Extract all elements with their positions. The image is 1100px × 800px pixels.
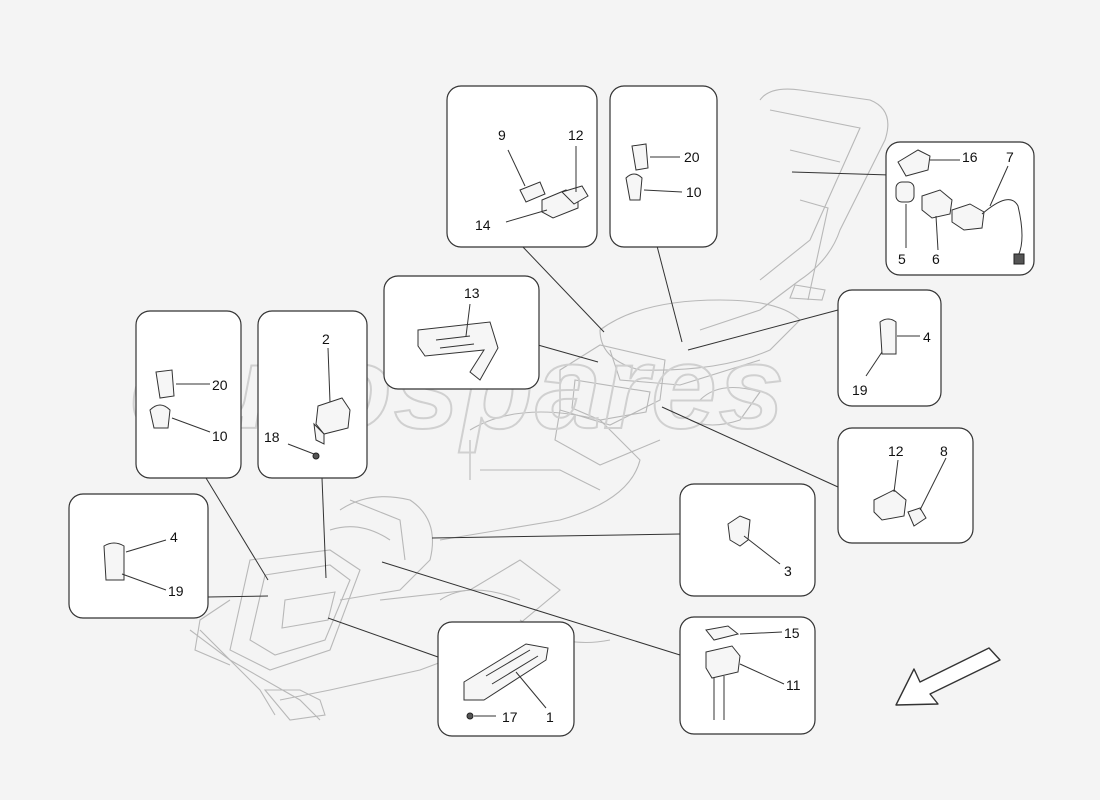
detail-box-parts-1-17: 17 1: [437, 621, 575, 737]
socket-cap-10: [625, 173, 643, 201]
connector-part-7: [951, 203, 985, 231]
callout-13: 13: [464, 285, 480, 301]
callout-17: 17: [502, 709, 518, 725]
control-panel-part-1: [463, 643, 549, 701]
detail-box-parts-15-11: 15 11: [679, 616, 816, 735]
detail-box-switches-9-12-14: 9 12 14: [446, 85, 598, 248]
callout-12a: 12: [568, 127, 584, 143]
callout-3: 3: [784, 563, 792, 579]
callout-12b: 12: [888, 443, 904, 459]
socket-cap-10-left: [149, 404, 171, 429]
callout-19b: 19: [852, 382, 868, 398]
callout-11: 11: [786, 677, 801, 693]
cover-part-15: [705, 625, 740, 641]
callout-8: 8: [940, 443, 948, 459]
switch-panel-13: [417, 321, 499, 381]
callout-19a: 19: [168, 583, 184, 599]
callout-18: 18: [264, 429, 280, 445]
detail-box-sockets-20-10-left: 20 10: [135, 310, 242, 479]
callout-4a: 4: [170, 529, 178, 545]
callout-15: 15: [784, 625, 800, 641]
socket-part-6: [921, 189, 953, 219]
callout-20a: 20: [684, 149, 700, 165]
switch-part-11: [705, 645, 741, 679]
cap-part-8: [907, 507, 927, 527]
arrow-down-left-icon: [895, 647, 1001, 706]
detail-box-parts-4-19-left: 4 19: [68, 493, 209, 619]
socket-part-20: [631, 143, 649, 171]
detail-box-parts-16-7-5-6: 16 7 5 6: [885, 141, 1035, 276]
switch-part-3: [727, 515, 751, 547]
callout-2: 2: [322, 331, 330, 347]
callout-6: 6: [932, 251, 940, 267]
module-part-2: [315, 397, 351, 435]
callout-5: 5: [898, 251, 906, 267]
screw-part-18: [312, 452, 320, 460]
detail-box-parts-4-19-right: 4 19: [837, 289, 942, 407]
detail-box-parts-2-18: 2 18: [257, 310, 368, 479]
switch-part-12: [561, 185, 589, 205]
detail-box-part-3: 3: [679, 483, 816, 597]
callout-1: 1: [546, 709, 554, 725]
switch-part-9: [519, 181, 546, 203]
callout-9: 9: [498, 127, 506, 143]
detail-box-parts-12-8: 12 8: [837, 427, 974, 544]
switch-part-4-left: [103, 542, 125, 581]
socket-part-20-left: [155, 369, 175, 399]
screw-part-17: [466, 712, 474, 720]
callout-14: 14: [475, 217, 491, 233]
center-console-outline: [189, 88, 889, 721]
cylinder-part-5: [895, 181, 915, 203]
switch-part-4-right: [879, 318, 897, 355]
callout-20b: 20: [212, 377, 228, 393]
callout-10a: 10: [686, 184, 702, 200]
callout-16: 16: [962, 149, 978, 165]
callout-4b: 4: [923, 329, 931, 345]
detail-box-panel-13: 13: [383, 275, 540, 390]
module-bracket: [313, 422, 325, 445]
plug-end: [1013, 253, 1025, 265]
detail-box-sockets-20-10: 20 10: [609, 85, 718, 248]
bracket-part-16: [897, 149, 931, 177]
callout-10b: 10: [212, 428, 228, 444]
callout-7: 7: [1006, 149, 1014, 165]
leader-lines: [205, 171, 891, 658]
